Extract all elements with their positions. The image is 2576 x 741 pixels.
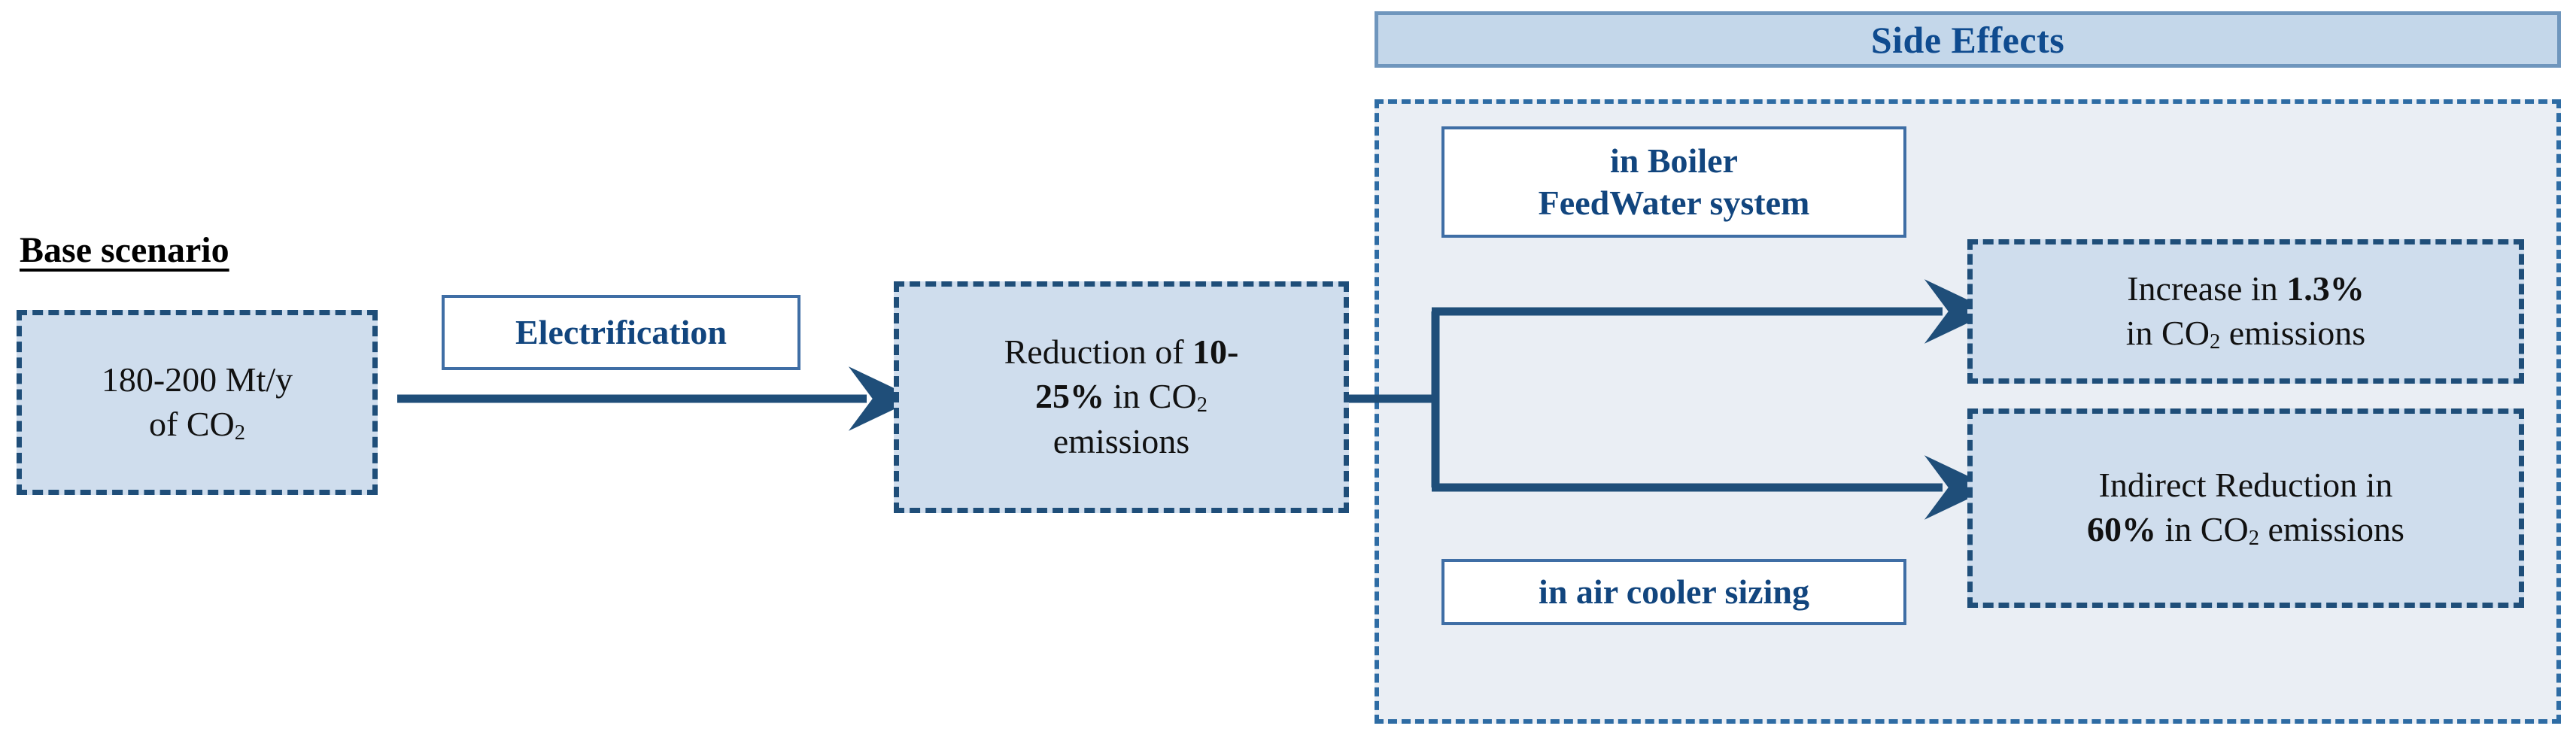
node-increase: Increase in 1.3% in CO2 emissions bbox=[1967, 239, 2524, 384]
co2-subscript: 2 bbox=[2209, 330, 2221, 354]
base-scenario-label: Base scenario bbox=[20, 230, 229, 270]
node-base-scenario: 180-200 Mt/y of CO2 bbox=[17, 310, 378, 495]
node-boiler-feedwater: in Boiler FeedWater system bbox=[1441, 126, 1906, 238]
reduction-line-1: Reduction of 10- bbox=[1004, 333, 1239, 372]
electrification-label: Electrification bbox=[515, 312, 727, 351]
indirect-reduction-line-2: 60% in CO2 emissions bbox=[2087, 510, 2404, 551]
reduction-value-start: 10- bbox=[1192, 333, 1239, 372]
node-air-cooler: in air cooler sizing bbox=[1441, 559, 1906, 625]
boiler-feedwater-line-2: FeedWater system bbox=[1538, 184, 1810, 222]
co2-subscript: 2 bbox=[234, 421, 245, 445]
reduction-line-3: emissions bbox=[1053, 421, 1190, 460]
co2-subscript: 2 bbox=[1196, 393, 1208, 418]
node-reduction: Reduction of 10- 25% in CO2 emissions bbox=[894, 281, 1349, 513]
co2-subscript: 2 bbox=[2248, 527, 2259, 551]
increase-value: 1.3% bbox=[2286, 269, 2365, 308]
side-effects-header: Side Effects bbox=[1375, 11, 2561, 68]
indirect-reduction-value: 60% bbox=[2087, 510, 2157, 549]
indirect-reduction-line-1: Indirect Reduction in bbox=[2098, 466, 2393, 505]
side-effects-header-label: Side Effects bbox=[1870, 18, 2065, 61]
boiler-feedwater-line-1: in Boiler bbox=[1610, 141, 1738, 180]
reduction-value-end: 25% bbox=[1035, 377, 1105, 416]
node-indirect-reduction: Indirect Reduction in 60% in CO2 emissio… bbox=[1967, 408, 2524, 608]
air-cooler-label: in air cooler sizing bbox=[1539, 572, 1809, 611]
base-scenario-line-1: 180-200 Mt/y bbox=[101, 360, 293, 399]
increase-line-1: Increase in 1.3% bbox=[2127, 269, 2365, 308]
increase-line-2: in CO2 emissions bbox=[2125, 313, 2366, 354]
reduction-line-2: 25% in CO2 bbox=[1035, 377, 1208, 418]
base-scenario-line-2: of CO2 bbox=[149, 404, 245, 445]
node-electrification: Electrification bbox=[442, 295, 800, 370]
